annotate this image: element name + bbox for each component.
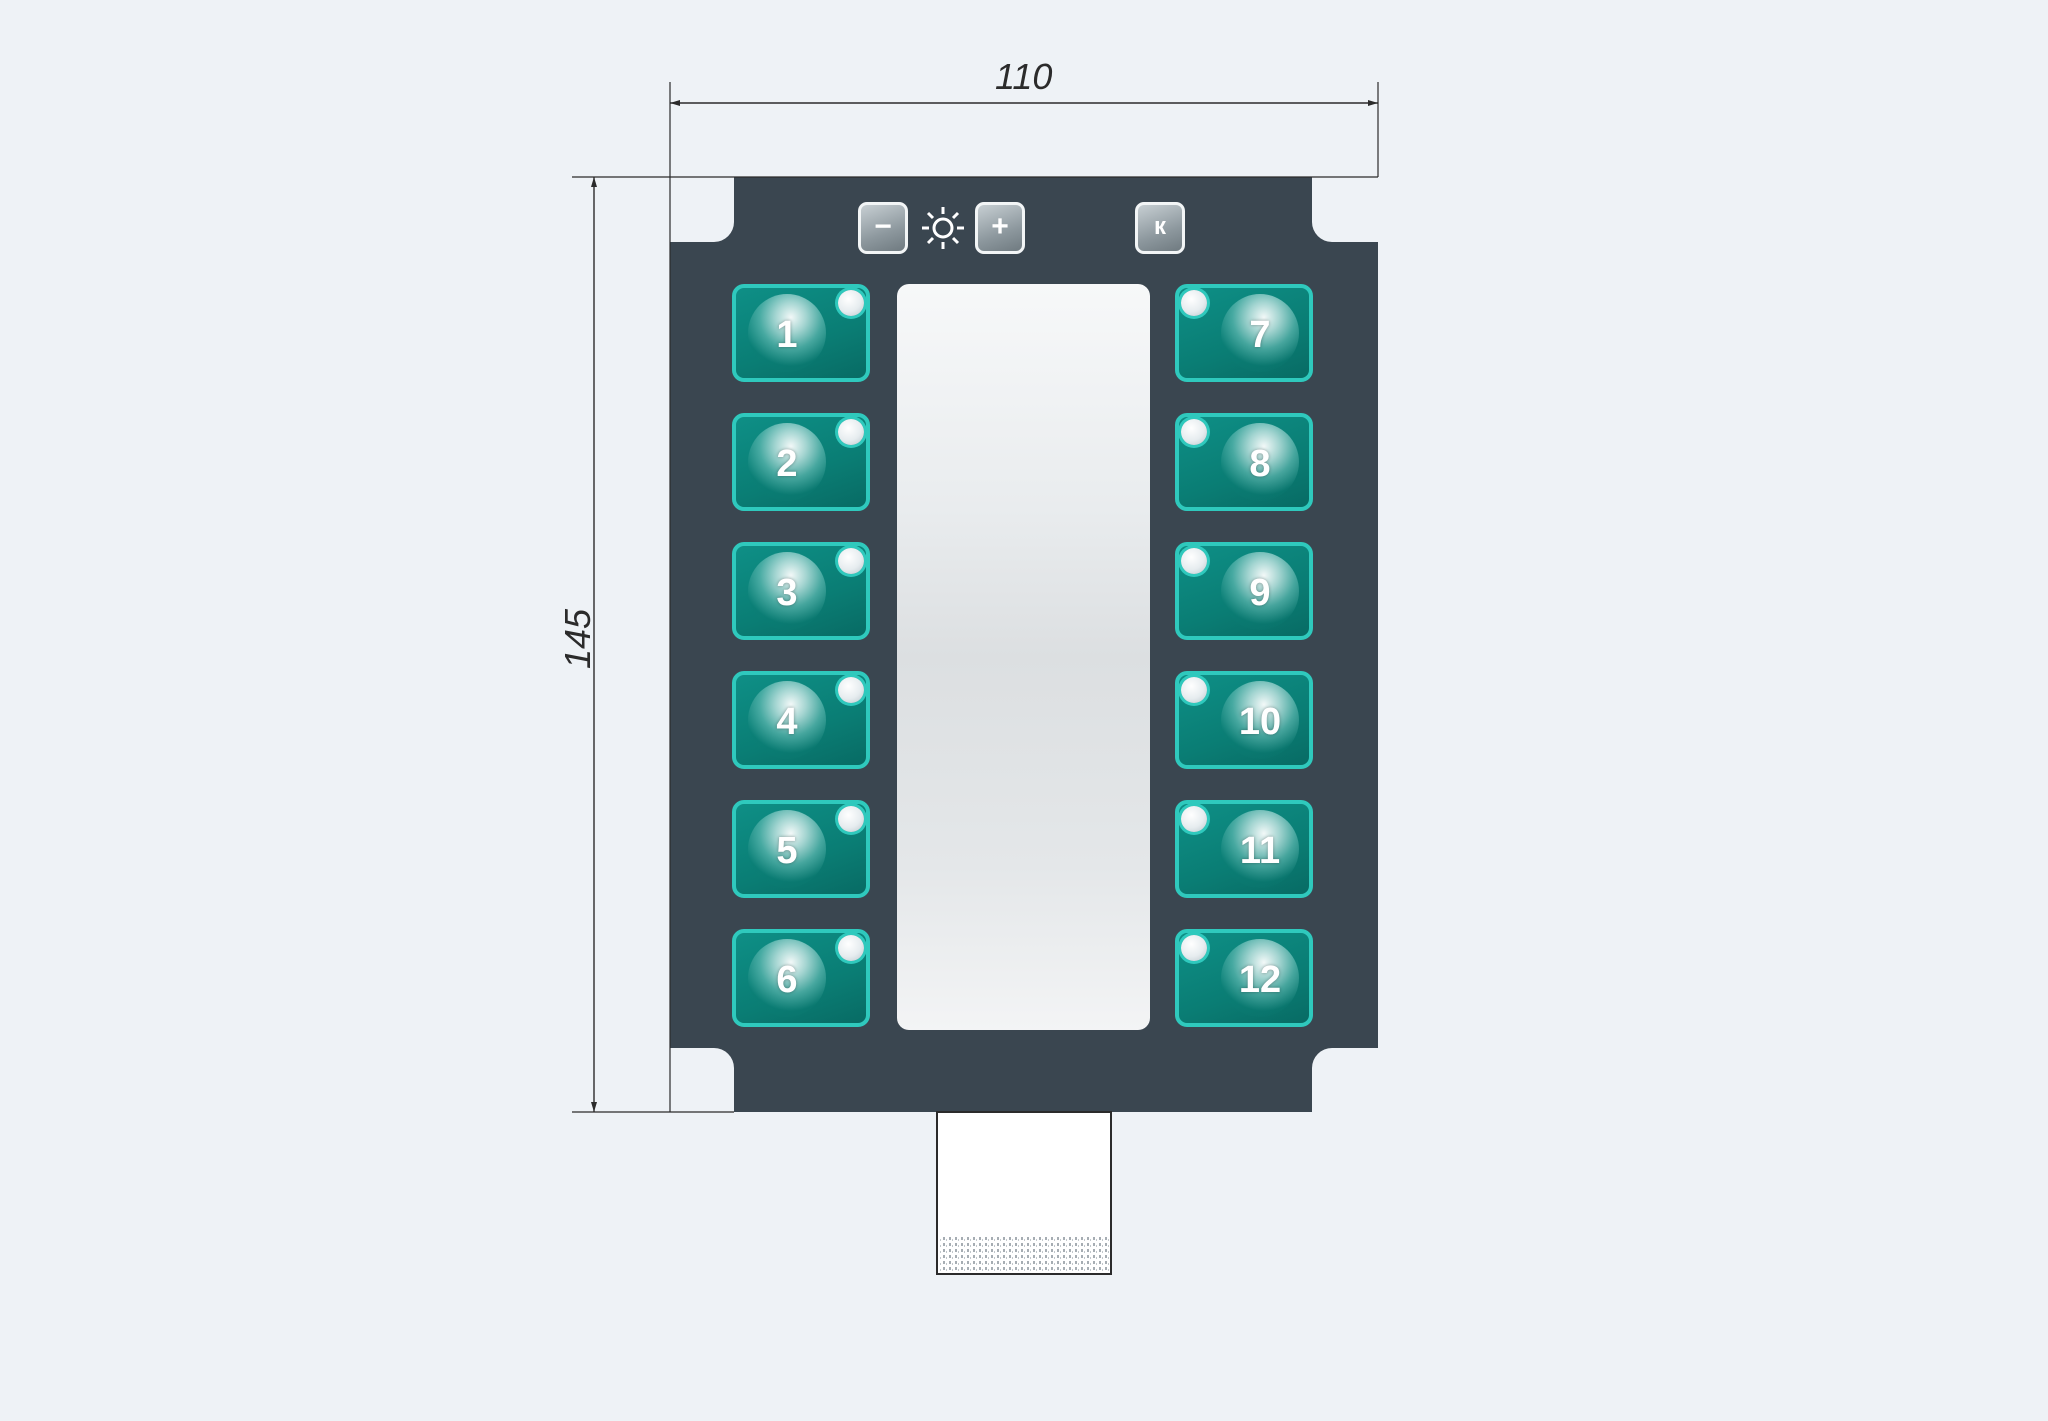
brightness-plus-button[interactable]: + xyxy=(975,202,1025,254)
led-indicator xyxy=(1181,935,1207,961)
led-indicator xyxy=(838,935,864,961)
key-2[interactable]: 2 xyxy=(732,413,870,511)
key-11[interactable]: 11 xyxy=(1175,800,1313,898)
key-dome xyxy=(748,423,826,501)
key-4[interactable]: 4 xyxy=(732,671,870,769)
led-indicator xyxy=(1181,677,1207,703)
led-indicator xyxy=(838,548,864,574)
key-label: 7 xyxy=(1249,314,1271,356)
key-dome xyxy=(1221,423,1299,501)
height-dimension-label: 145 xyxy=(557,608,599,670)
key-label: 11 xyxy=(1239,830,1281,872)
key-dome xyxy=(748,681,826,759)
key-label: 3 xyxy=(776,572,798,614)
display-window xyxy=(897,284,1150,1030)
led-indicator xyxy=(1181,290,1207,316)
key-1[interactable]: 1 xyxy=(732,284,870,382)
k-button[interactable]: к xyxy=(1135,202,1185,254)
key-5[interactable]: 5 xyxy=(732,800,870,898)
key-10[interactable]: 10 xyxy=(1175,671,1313,769)
key-label: 10 xyxy=(1238,701,1282,743)
key-label: 12 xyxy=(1238,959,1282,1001)
sun-icon xyxy=(922,207,964,249)
led-indicator xyxy=(1181,548,1207,574)
led-indicator xyxy=(838,419,864,445)
key-7[interactable]: 7 xyxy=(1175,284,1313,382)
key-dome xyxy=(1221,939,1299,1017)
led-indicator xyxy=(1181,806,1207,832)
key-6[interactable]: 6 xyxy=(732,929,870,1027)
key-label: 6 xyxy=(776,959,798,1001)
key-8[interactable]: 8 xyxy=(1175,413,1313,511)
key-9[interactable]: 9 xyxy=(1175,542,1313,640)
key-label: 8 xyxy=(1249,443,1271,485)
key-dome xyxy=(748,294,826,372)
led-indicator xyxy=(838,677,864,703)
led-indicator xyxy=(838,290,864,316)
key-label: 2 xyxy=(776,443,798,485)
width-dimension-label: 110 xyxy=(995,56,1053,97)
key-dome xyxy=(1221,552,1299,630)
key-12[interactable]: 12 xyxy=(1175,929,1313,1027)
key-dome xyxy=(1221,294,1299,372)
key-label: 5 xyxy=(776,830,798,872)
led-indicator xyxy=(1181,419,1207,445)
key-dome xyxy=(748,810,826,888)
key-dome xyxy=(748,939,826,1017)
led-indicator xyxy=(838,806,864,832)
key-label: 4 xyxy=(776,701,798,743)
key-dome xyxy=(1221,810,1299,888)
key-dome xyxy=(1221,681,1299,759)
brightness-minus-button[interactable]: − xyxy=(858,202,908,254)
connector-contacts xyxy=(939,1236,1109,1272)
key-label: 1 xyxy=(776,314,798,356)
key-label: 9 xyxy=(1249,572,1271,614)
key-dome xyxy=(748,552,826,630)
key-3[interactable]: 3 xyxy=(732,542,870,640)
